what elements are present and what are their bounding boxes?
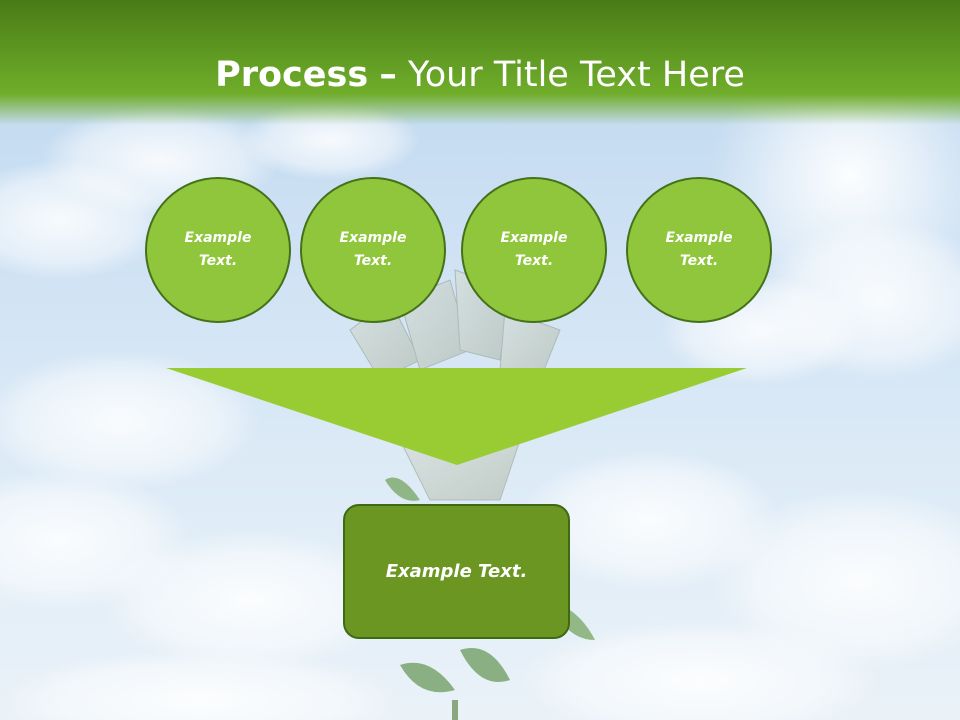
funnel-triangle bbox=[166, 368, 747, 465]
header-band bbox=[0, 0, 960, 125]
circle-label: Example Text. bbox=[665, 230, 733, 269]
process-circle-3[interactable]: Example Text. bbox=[461, 177, 607, 323]
circle-label: Example Text. bbox=[339, 230, 407, 269]
clouds bbox=[0, 100, 960, 720]
title-bold: Process bbox=[215, 55, 369, 95]
circle-label: Example Text. bbox=[184, 230, 252, 269]
result-box[interactable]: Example Text. bbox=[343, 504, 570, 639]
slide-title: Process – Your Title Text Here bbox=[0, 52, 960, 98]
process-circle-1[interactable]: Example Text. bbox=[145, 177, 291, 323]
title-dash: – bbox=[379, 55, 397, 95]
title-regular: Your Title Text Here bbox=[407, 55, 745, 95]
process-circle-2[interactable]: Example Text. bbox=[300, 177, 446, 323]
circle-label: Example Text. bbox=[500, 230, 568, 269]
process-circle-4[interactable]: Example Text. bbox=[626, 177, 772, 323]
result-box-label: Example Text. bbox=[385, 561, 528, 582]
